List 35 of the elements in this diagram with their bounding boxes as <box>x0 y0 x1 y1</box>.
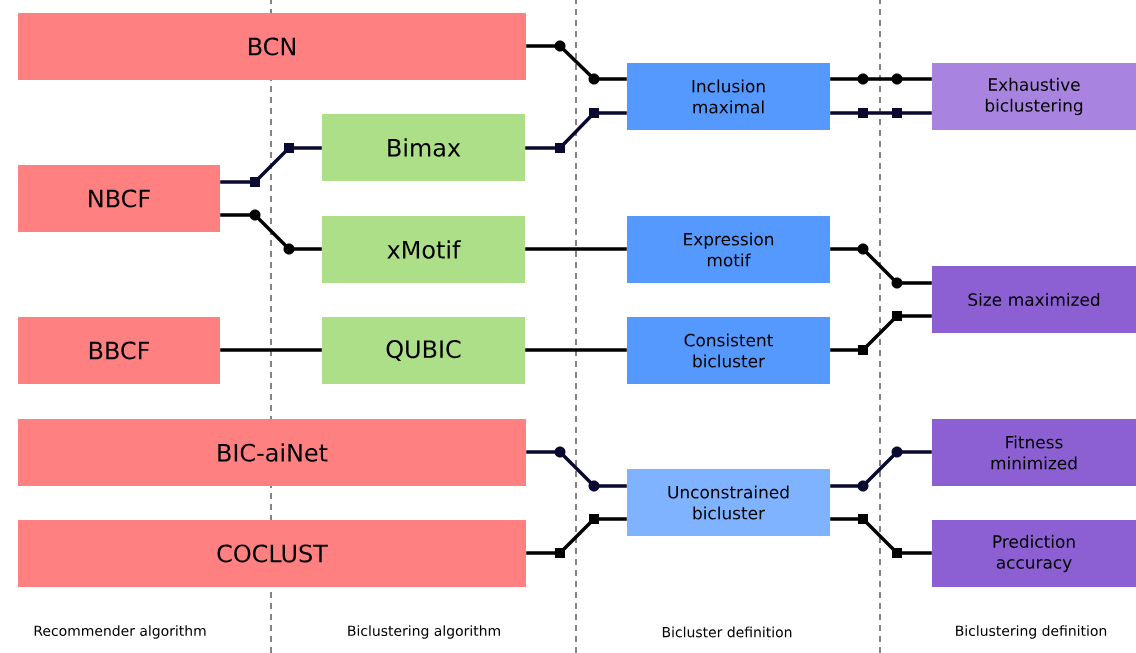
process-box: BBCF <box>18 317 220 384</box>
process-box: Exhaustive biclustering <box>932 63 1136 130</box>
process-box: Unconstrained bicluster <box>627 469 830 536</box>
connector <box>525 348 627 352</box>
connector <box>526 514 627 558</box>
column-label: Recommender algorithm <box>31 623 209 641</box>
process-box: Inclusion maximal <box>627 63 830 130</box>
connector <box>830 108 932 118</box>
process-box: BCN <box>18 13 526 80</box>
process-box: Size maximized <box>932 266 1136 333</box>
process-box: xMotif <box>322 216 525 283</box>
process-box: COCLUST <box>18 520 526 587</box>
connector <box>526 40 627 85</box>
connector <box>526 446 627 492</box>
process-box: NBCF <box>18 165 220 232</box>
connector <box>525 247 627 251</box>
connector <box>525 108 627 153</box>
connector <box>830 514 932 558</box>
process-box: Consistent bicluster <box>627 317 830 384</box>
process-box: Expression motif <box>627 216 830 283</box>
connector <box>830 73 932 85</box>
column-label: Biclustering algorithm <box>344 623 504 641</box>
process-box: Bimax <box>322 114 525 181</box>
connector <box>830 243 932 289</box>
connector <box>220 209 322 255</box>
connector <box>830 311 932 355</box>
connector <box>220 143 322 187</box>
column-label: Biclustering definition <box>952 623 1110 641</box>
process-box: QUBIC <box>322 317 525 384</box>
column-label: Bicluster definition <box>659 624 795 640</box>
process-box: BIC-aiNet <box>18 419 526 486</box>
process-box: Prediction accuracy <box>932 520 1136 587</box>
process-box: Fitness minimized <box>932 419 1136 486</box>
connector <box>830 446 932 492</box>
connector <box>220 348 322 352</box>
